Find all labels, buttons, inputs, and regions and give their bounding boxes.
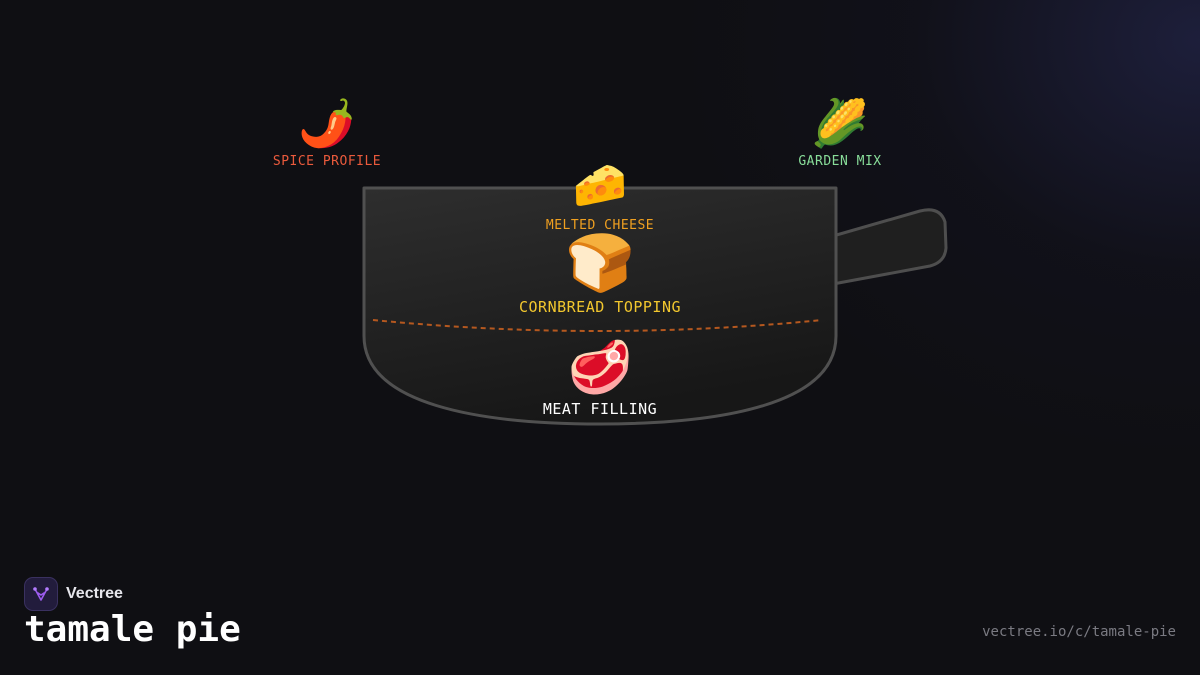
corn-icon: 🌽 [811,96,869,150]
vectree-logo-icon [24,577,58,611]
meat-filling-layer: 🥩 MEAT FILLING [543,342,657,418]
skillet-handle [831,208,948,286]
spice-profile: 🌶️ SPICE PROFILE [273,100,381,169]
page-title: tamale pie [24,609,241,650]
meat-filling-label: MEAT FILLING [542,400,658,418]
brand-name: Vectree [66,585,123,602]
meat-icon: 🥩 [567,338,633,398]
cheese-icon: 🧀 [572,160,628,211]
skillet-body [362,186,838,426]
source-url: vectree.io/c/tamale-pie [982,624,1176,640]
bread-icon: 🍞 [565,231,635,296]
garden-mix-label: GARDEN MIX [798,154,882,169]
cornbread-topping-layer: 🍞 CORNBREAD TOPPING [518,231,682,317]
melted-cheese-label: MELTED CHEESE [545,218,655,233]
garden-mix: 🌽 GARDEN MIX [798,100,881,169]
melted-cheese-layer: 🧀 MELTED CHEESE [545,160,655,234]
chili-pepper-icon: 🌶️ [298,96,356,150]
spice-profile-label: SPICE PROFILE [272,154,382,169]
cornbread-topping-label: CORNBREAD TOPPING [518,298,682,316]
brand: Vectree [24,577,123,611]
layer-divider [372,319,823,332]
